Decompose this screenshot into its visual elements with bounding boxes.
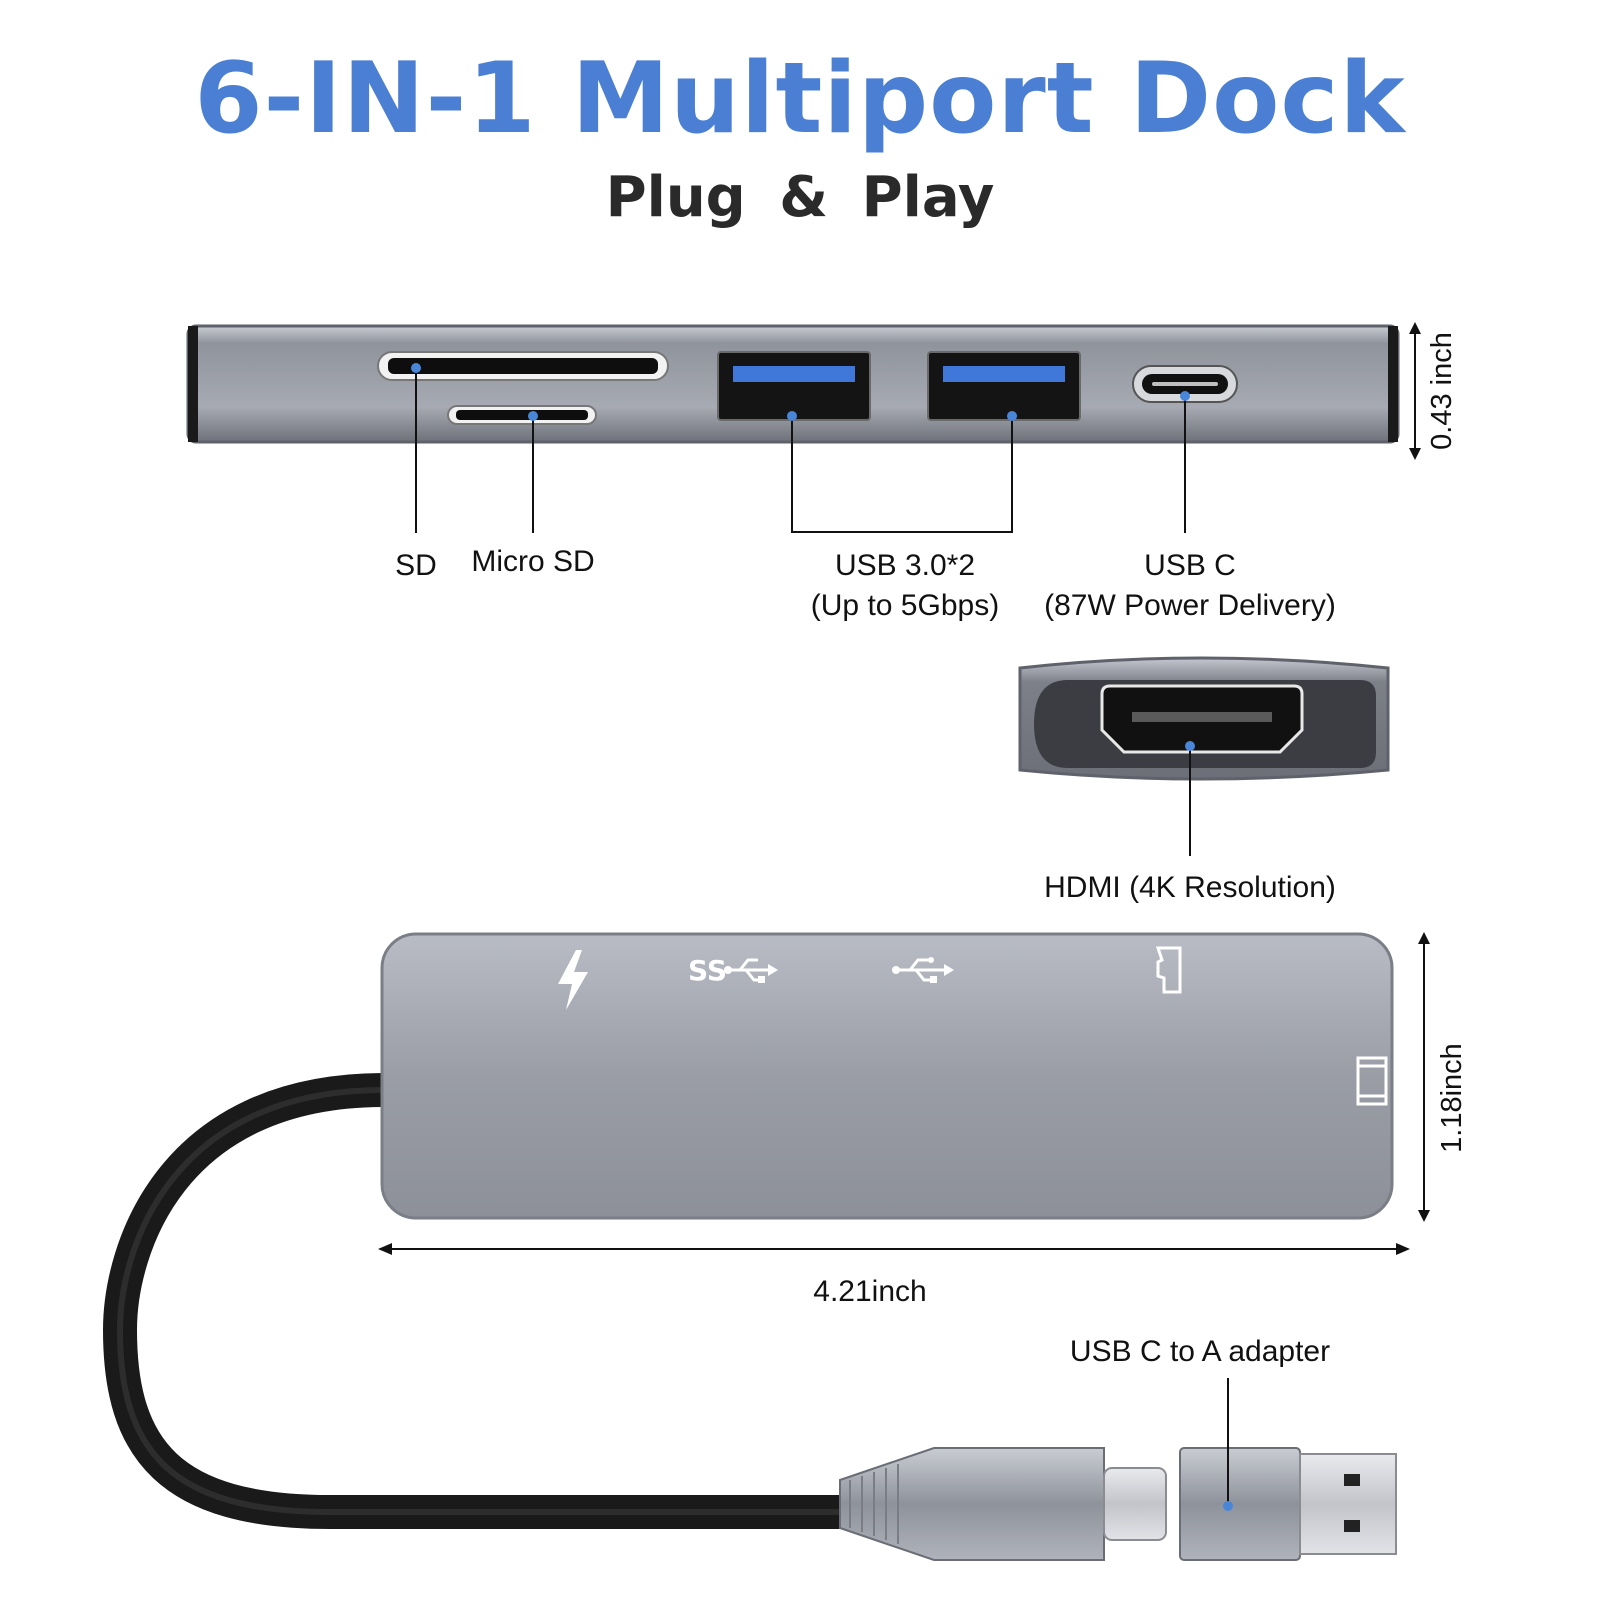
usb-icon [892, 957, 954, 983]
usb-c-plug-grip [849, 1464, 899, 1544]
dock-side-view [186, 324, 1400, 444]
width-dimension [378, 1243, 1410, 1255]
usbc-dot [1180, 391, 1190, 401]
hdmi-end-view [1018, 656, 1390, 781]
usb-c-plug-housing [839, 1447, 1105, 1561]
ss-usb-icon: SS [688, 954, 778, 987]
usb3-speed-label: (Up to 5Gbps) [810, 589, 1000, 622]
adapter-usb-a-connector [1299, 1453, 1397, 1555]
usb-a-2-dot [1007, 411, 1017, 421]
sd-card-icon [1356, 1056, 1388, 1106]
adapter-housing [1179, 1447, 1301, 1561]
usb3-callout-bracket [791, 416, 1013, 533]
sd-label: SD [395, 549, 437, 582]
usb-a-port-1 [717, 351, 871, 421]
micro-sd-slot-opening [456, 410, 588, 420]
thickness-dimension [1409, 322, 1421, 460]
usb-a-port-2 [927, 351, 1081, 421]
sd-dot [411, 363, 421, 373]
sd-slot-opening [388, 358, 658, 374]
lightning-icon [558, 950, 588, 1010]
adapter-dot [1223, 1501, 1233, 1511]
usb-a-1-dot [787, 411, 797, 421]
usb-c-port-tongue [1152, 382, 1218, 386]
micro-sd-dot [528, 411, 538, 421]
hdmi-label: HDMI (4K Resolution) [1044, 871, 1336, 904]
svg-text:SS: SS [688, 954, 727, 987]
dock-top-body [380, 932, 1394, 1220]
dock-side-end-left [188, 326, 198, 442]
height-dimension-label: 1.18inch [1436, 1043, 1468, 1153]
hdmi-port-tongue [1132, 712, 1272, 722]
width-dimension-label: 4.21inch [813, 1275, 927, 1308]
dock-side-end-right [1388, 326, 1398, 442]
dock-top-view: SS [380, 932, 1394, 1220]
usb-c-plug [839, 1447, 1167, 1561]
adapter-usb-a-hole-2 [1344, 1520, 1360, 1532]
dock-cable-highlight [116, 1087, 848, 1515]
usb-a-port-2-tongue [943, 366, 1065, 382]
thickness-dimension-label: 0.43 inch [1426, 332, 1458, 450]
usb-c-plug-connector [1103, 1467, 1167, 1541]
side-callout-lines [415, 368, 1186, 533]
micro-sd-icon [1155, 946, 1182, 994]
side-callout-dots [411, 363, 1190, 421]
hdmi-dot [1185, 741, 1195, 751]
usb-c-to-a-adapter [1179, 1447, 1397, 1561]
adapter-usb-a-hole-1 [1344, 1474, 1360, 1486]
page-title: 6-IN-1 Multiport Dock [194, 42, 1406, 156]
page-subtitle: Plug & Play [605, 165, 995, 230]
usb3-label: USB 3.0*2 [834, 549, 976, 582]
adapter-label: USB C to A adapter [1069, 1335, 1331, 1368]
height-dimension [1418, 932, 1430, 1222]
usbc-label: USB C [1144, 549, 1236, 582]
micro-sd-label: Micro SD [471, 545, 595, 578]
usbc-power-label: (87W Power Delivery) [1044, 589, 1336, 622]
usb-a-port-1-tongue [733, 366, 855, 382]
